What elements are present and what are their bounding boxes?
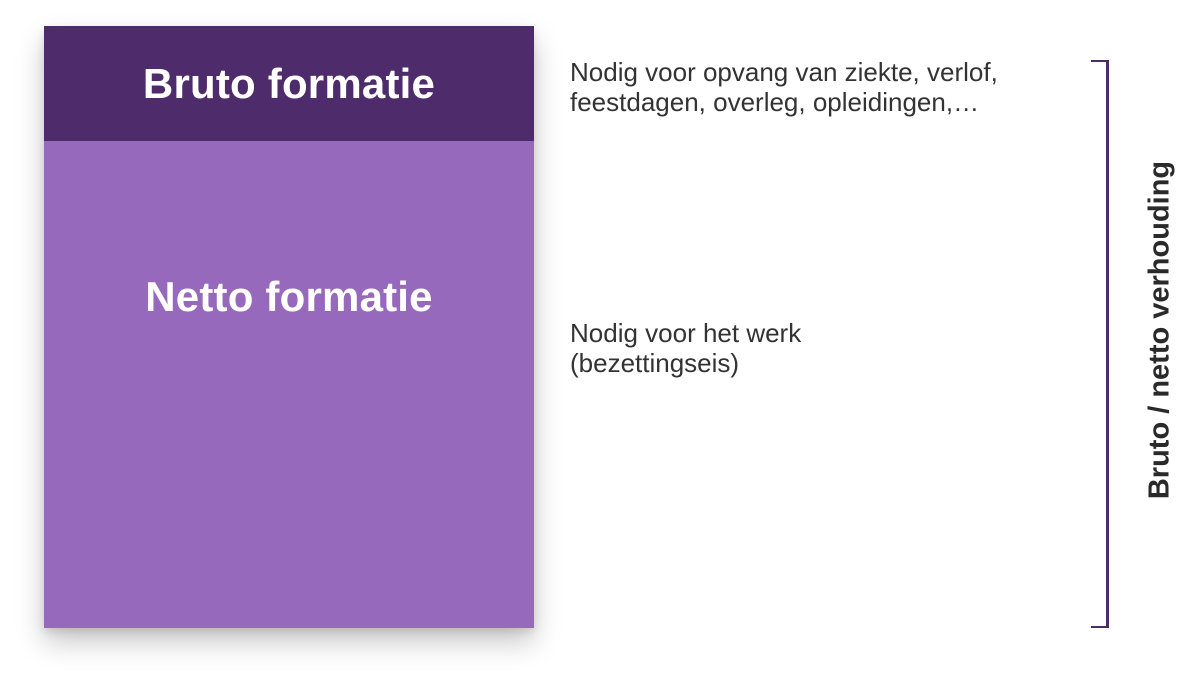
bruto-description-line-2: feestdagen, overleg, opleidingen,…: [570, 87, 980, 117]
bruto-formatie-block: Bruto formatie: [44, 26, 534, 141]
netto-description-line-2: (bezettingseis): [570, 348, 740, 378]
bruto-description: Nodig voor opvang van ziekte, verlof, fe…: [570, 57, 1090, 117]
netto-description-line-1: Nodig voor het werk: [570, 318, 802, 348]
bruto-description-line-1: Nodig voor opvang van ziekte, verlof,: [570, 57, 998, 87]
ratio-bracket: [1091, 60, 1109, 628]
bruto-netto-ratio-label: Bruto / netto verhouding: [1143, 160, 1176, 500]
bruto-formatie-label: Bruto formatie: [142, 59, 436, 107]
formation-stack: Bruto formatie Netto formatie: [44, 26, 534, 628]
netto-description: Nodig voor het werk (bezettingseis): [570, 318, 1090, 378]
netto-formatie-block: Netto formatie: [44, 141, 534, 628]
netto-formatie-label: Netto formatie: [145, 273, 433, 320]
